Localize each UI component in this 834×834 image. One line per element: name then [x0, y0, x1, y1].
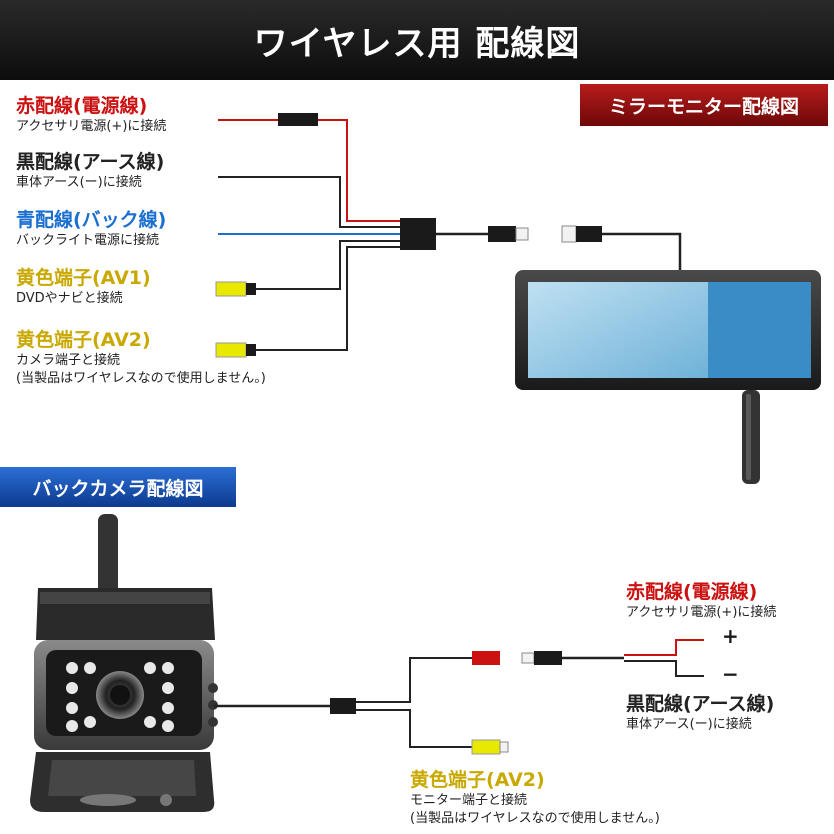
mirror-red-sub: アクセサリ電源(+)に接続 — [16, 119, 167, 134]
mirror-section-tag: ミラーモニター配線図 — [580, 84, 828, 126]
mirror-red-label: 赤配線(電源線) アクセサリ電源(+)に接続 — [16, 94, 166, 136]
mirror-main-cable — [436, 225, 682, 272]
camera-cable — [214, 639, 704, 755]
camera-yellow-label: 黄色端子(AV2) モニター端子と接続 (当製品はワイヤレスなので使用しません。… — [410, 768, 660, 828]
camera-red-heading: 赤配線(電源線) — [626, 581, 758, 603]
mirror-black-heading: 黒配線(アース線) — [16, 151, 165, 173]
mirror-monitor — [515, 270, 821, 484]
camera-section-tag: バックカメラ配線図 — [0, 467, 236, 507]
mirror-av2-label: 黄色端子(AV2) カメラ端子と接続 (当製品はワイヤレスなので使用しません。) — [16, 328, 266, 388]
mirror-blue-label: 青配線(バック線) バックライト電源に接続 — [16, 208, 166, 250]
camera-yellow-note: (当製品はワイヤレスなので使用しません。) — [410, 811, 660, 826]
mirror-red-heading: 赤配線(電源線) — [16, 95, 148, 117]
mirror-black-label: 黒配線(アース線) 車体アース(ー)に接続 — [16, 150, 164, 192]
mirror-av2-note: (当製品はワイヤレスなので使用しません。) — [16, 371, 266, 386]
back-camera — [30, 514, 218, 812]
mirror-blue-sub: バックライト電源に接続 — [16, 233, 160, 248]
mirror-black-sub: 車体アース(ー)に接続 — [16, 175, 142, 190]
mirror-junction-box — [400, 218, 436, 250]
camera-black-label: 黒配線(アース線) 車体アース(ー)に接続 — [626, 692, 774, 734]
camera-red-label: 赤配線(電源線) アクセサリ電源(+)に接続 — [626, 580, 776, 622]
mirror-av1-sub: DVDやナビと接続 — [16, 291, 123, 306]
mirror-av2-wire — [215, 246, 400, 358]
mirror-av1-heading: 黄色端子(AV1) — [16, 267, 151, 289]
mirror-black-wire — [218, 176, 400, 228]
page-title: ワイヤレス用 配線図 — [0, 0, 834, 80]
camera-black-heading: 黒配線(アース線) — [626, 693, 775, 715]
camera-yellow-heading: 黄色端子(AV2) — [410, 769, 545, 791]
mirror-av2-heading: 黄色端子(AV2) — [16, 329, 151, 351]
mirror-blue-heading: 青配線(バック線) — [16, 209, 167, 231]
mirror-av1-label: 黄色端子(AV1) DVDやナビと接続 — [16, 266, 151, 308]
camera-red-sub: アクセサリ電源(+)に接続 — [626, 605, 777, 620]
minus-sign: − — [722, 662, 739, 686]
plus-sign: + — [722, 624, 739, 648]
camera-black-sub: 車体アース(ー)に接続 — [626, 717, 752, 732]
camera-yellow-sub: モニター端子と接続 — [410, 793, 528, 808]
mirror-av1-wire — [215, 240, 400, 297]
mirror-red-wire — [218, 113, 400, 222]
mirror-av2-sub: カメラ端子と接続 — [16, 353, 121, 368]
